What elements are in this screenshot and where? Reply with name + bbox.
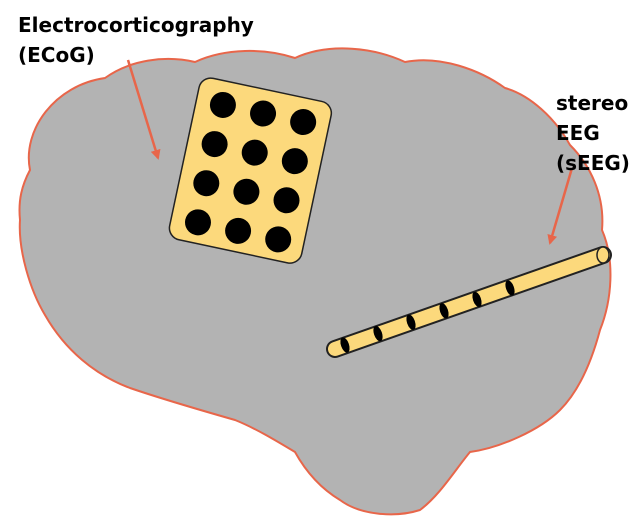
seeg-probe-tip: [597, 247, 609, 263]
ecog-label-line1: Electrocorticography: [18, 10, 254, 40]
seeg-label-line2: EEG: [556, 118, 630, 148]
ecog-label: Electrocorticography (ECoG): [18, 10, 254, 70]
seeg-label: stereo EEG (sEEG): [556, 88, 630, 178]
seeg-label-line1: stereo: [556, 88, 630, 118]
seeg-label-line3: (sEEG): [556, 148, 630, 178]
ecog-label-line2: (ECoG): [18, 40, 254, 70]
